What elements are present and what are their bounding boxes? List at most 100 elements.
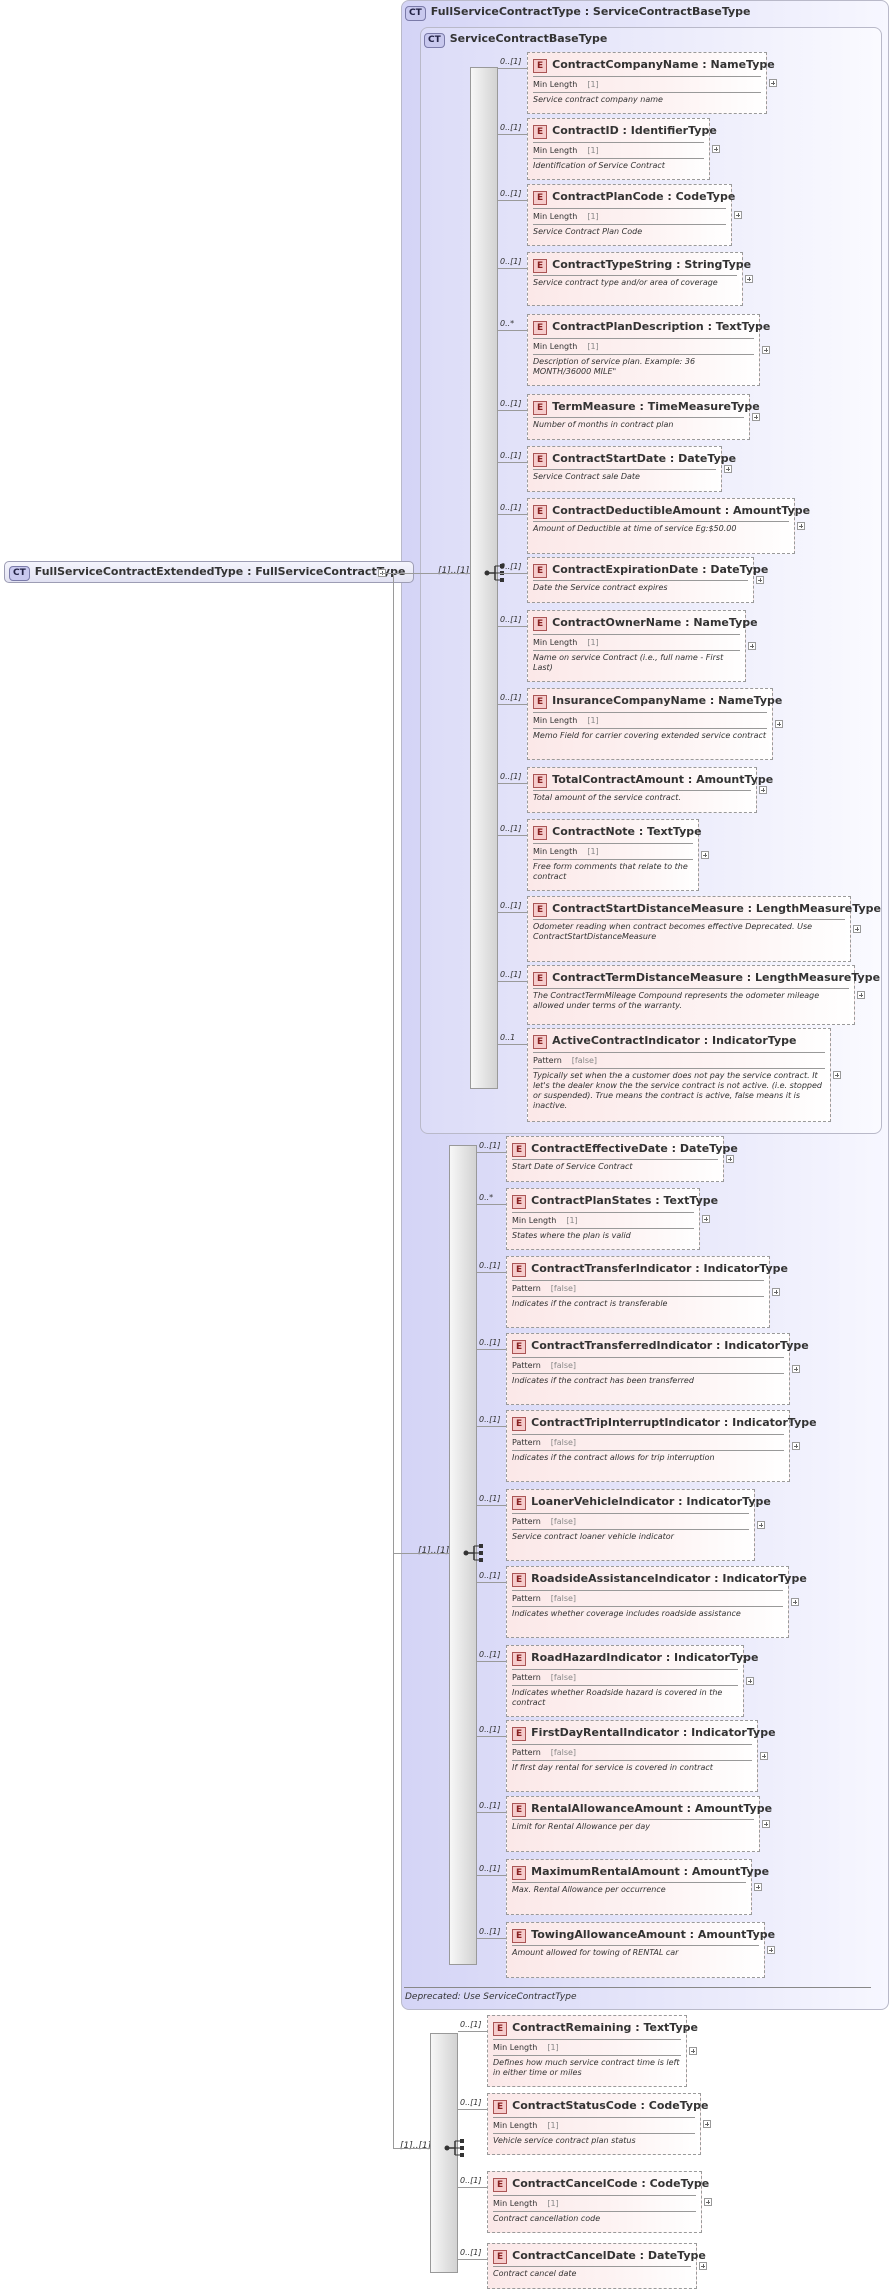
expand-icon[interactable] bbox=[734, 211, 742, 219]
expand-icon[interactable] bbox=[699, 2262, 707, 2270]
expand-icon[interactable] bbox=[857, 991, 865, 999]
expand-icon[interactable] bbox=[702, 1215, 710, 1223]
expand-icon[interactable] bbox=[797, 522, 805, 530]
element-occurrence: 0..[1] bbox=[460, 2248, 482, 2257]
expand-icon[interactable] bbox=[748, 642, 756, 650]
element-occurrence: 0..[1] bbox=[500, 901, 522, 910]
expand-icon[interactable] bbox=[767, 1946, 775, 1954]
expand-icon[interactable] bbox=[745, 275, 753, 283]
element-facet: Pattern[false] bbox=[512, 1434, 784, 1448]
expand-icon[interactable] bbox=[726, 1155, 734, 1163]
expand-icon[interactable] bbox=[746, 1677, 754, 1685]
expand-icon[interactable] bbox=[853, 925, 861, 933]
expand-icon[interactable] bbox=[775, 720, 783, 728]
sequence-compositor bbox=[470, 67, 498, 1089]
expand-icon[interactable] bbox=[757, 1521, 765, 1529]
complex-type-badge: CT bbox=[9, 566, 30, 581]
expand-icon[interactable] bbox=[760, 1752, 768, 1760]
facet-name: Min Length bbox=[533, 847, 578, 856]
expand-icon[interactable] bbox=[772, 1288, 780, 1296]
element-label: ContractCompanyName : NameType bbox=[552, 58, 775, 71]
element-documentation: Free form comments that relate to the co… bbox=[533, 859, 693, 882]
expand-icon[interactable] bbox=[792, 1442, 800, 1450]
element-documentation: Service Contract Plan Code bbox=[533, 224, 726, 237]
element-connector bbox=[498, 462, 527, 463]
element-documentation: Indicates if the contract allows for tri… bbox=[512, 1450, 784, 1463]
deprecated-note: Deprecated: Use ServiceContractType bbox=[405, 1992, 577, 2002]
expand-icon[interactable] bbox=[754, 1883, 762, 1891]
expand-icon[interactable] bbox=[769, 79, 777, 87]
expand-icon[interactable] bbox=[762, 346, 770, 354]
element-documentation: Indicates if the contract has been trans… bbox=[512, 1373, 784, 1386]
element-badge: E bbox=[533, 826, 548, 840]
element-facet: Pattern[false] bbox=[533, 1052, 825, 1066]
element-badge: E bbox=[533, 1035, 548, 1049]
sequence-connector bbox=[393, 1553, 449, 1554]
expand-icon[interactable] bbox=[704, 2198, 712, 2206]
expand-icon[interactable] bbox=[759, 786, 767, 794]
element-documentation: Max. Rental Allowance per occurrence bbox=[512, 1882, 746, 1895]
expand-icon[interactable] bbox=[724, 465, 732, 473]
expand-icon[interactable] bbox=[701, 851, 709, 859]
element-occurrence: 0..[1] bbox=[500, 970, 522, 979]
expand-icon[interactable] bbox=[752, 413, 760, 421]
facet-name: Min Length bbox=[533, 212, 578, 221]
expand-icon[interactable] bbox=[756, 576, 764, 584]
element-facet: Min Length[1] bbox=[533, 208, 726, 222]
expand-icon[interactable] bbox=[689, 2047, 697, 2055]
expand-icon[interactable] bbox=[833, 1071, 841, 1079]
element-label: ContractOwnerName : NameType bbox=[552, 616, 758, 629]
expand-icon[interactable] bbox=[791, 1598, 799, 1606]
element-badge: E bbox=[512, 1727, 527, 1741]
element-occurrence: 0..[1] bbox=[500, 451, 522, 460]
element-documentation: Limit for Rental Allowance per day bbox=[512, 1819, 754, 1832]
element-documentation: Amount of Deductible at time of service … bbox=[533, 521, 789, 534]
expand-icon[interactable] bbox=[762, 1820, 770, 1828]
element-label: RoadHazardIndicator : IndicatorType bbox=[531, 1651, 759, 1664]
expand-icon[interactable] bbox=[792, 1365, 800, 1373]
element-label: ContractTermDistanceMeasure : LengthMeas… bbox=[552, 971, 881, 984]
expand-icon[interactable] bbox=[703, 2120, 711, 2128]
element-badge: E bbox=[512, 1573, 527, 1587]
expand-icon[interactable] bbox=[712, 145, 720, 153]
